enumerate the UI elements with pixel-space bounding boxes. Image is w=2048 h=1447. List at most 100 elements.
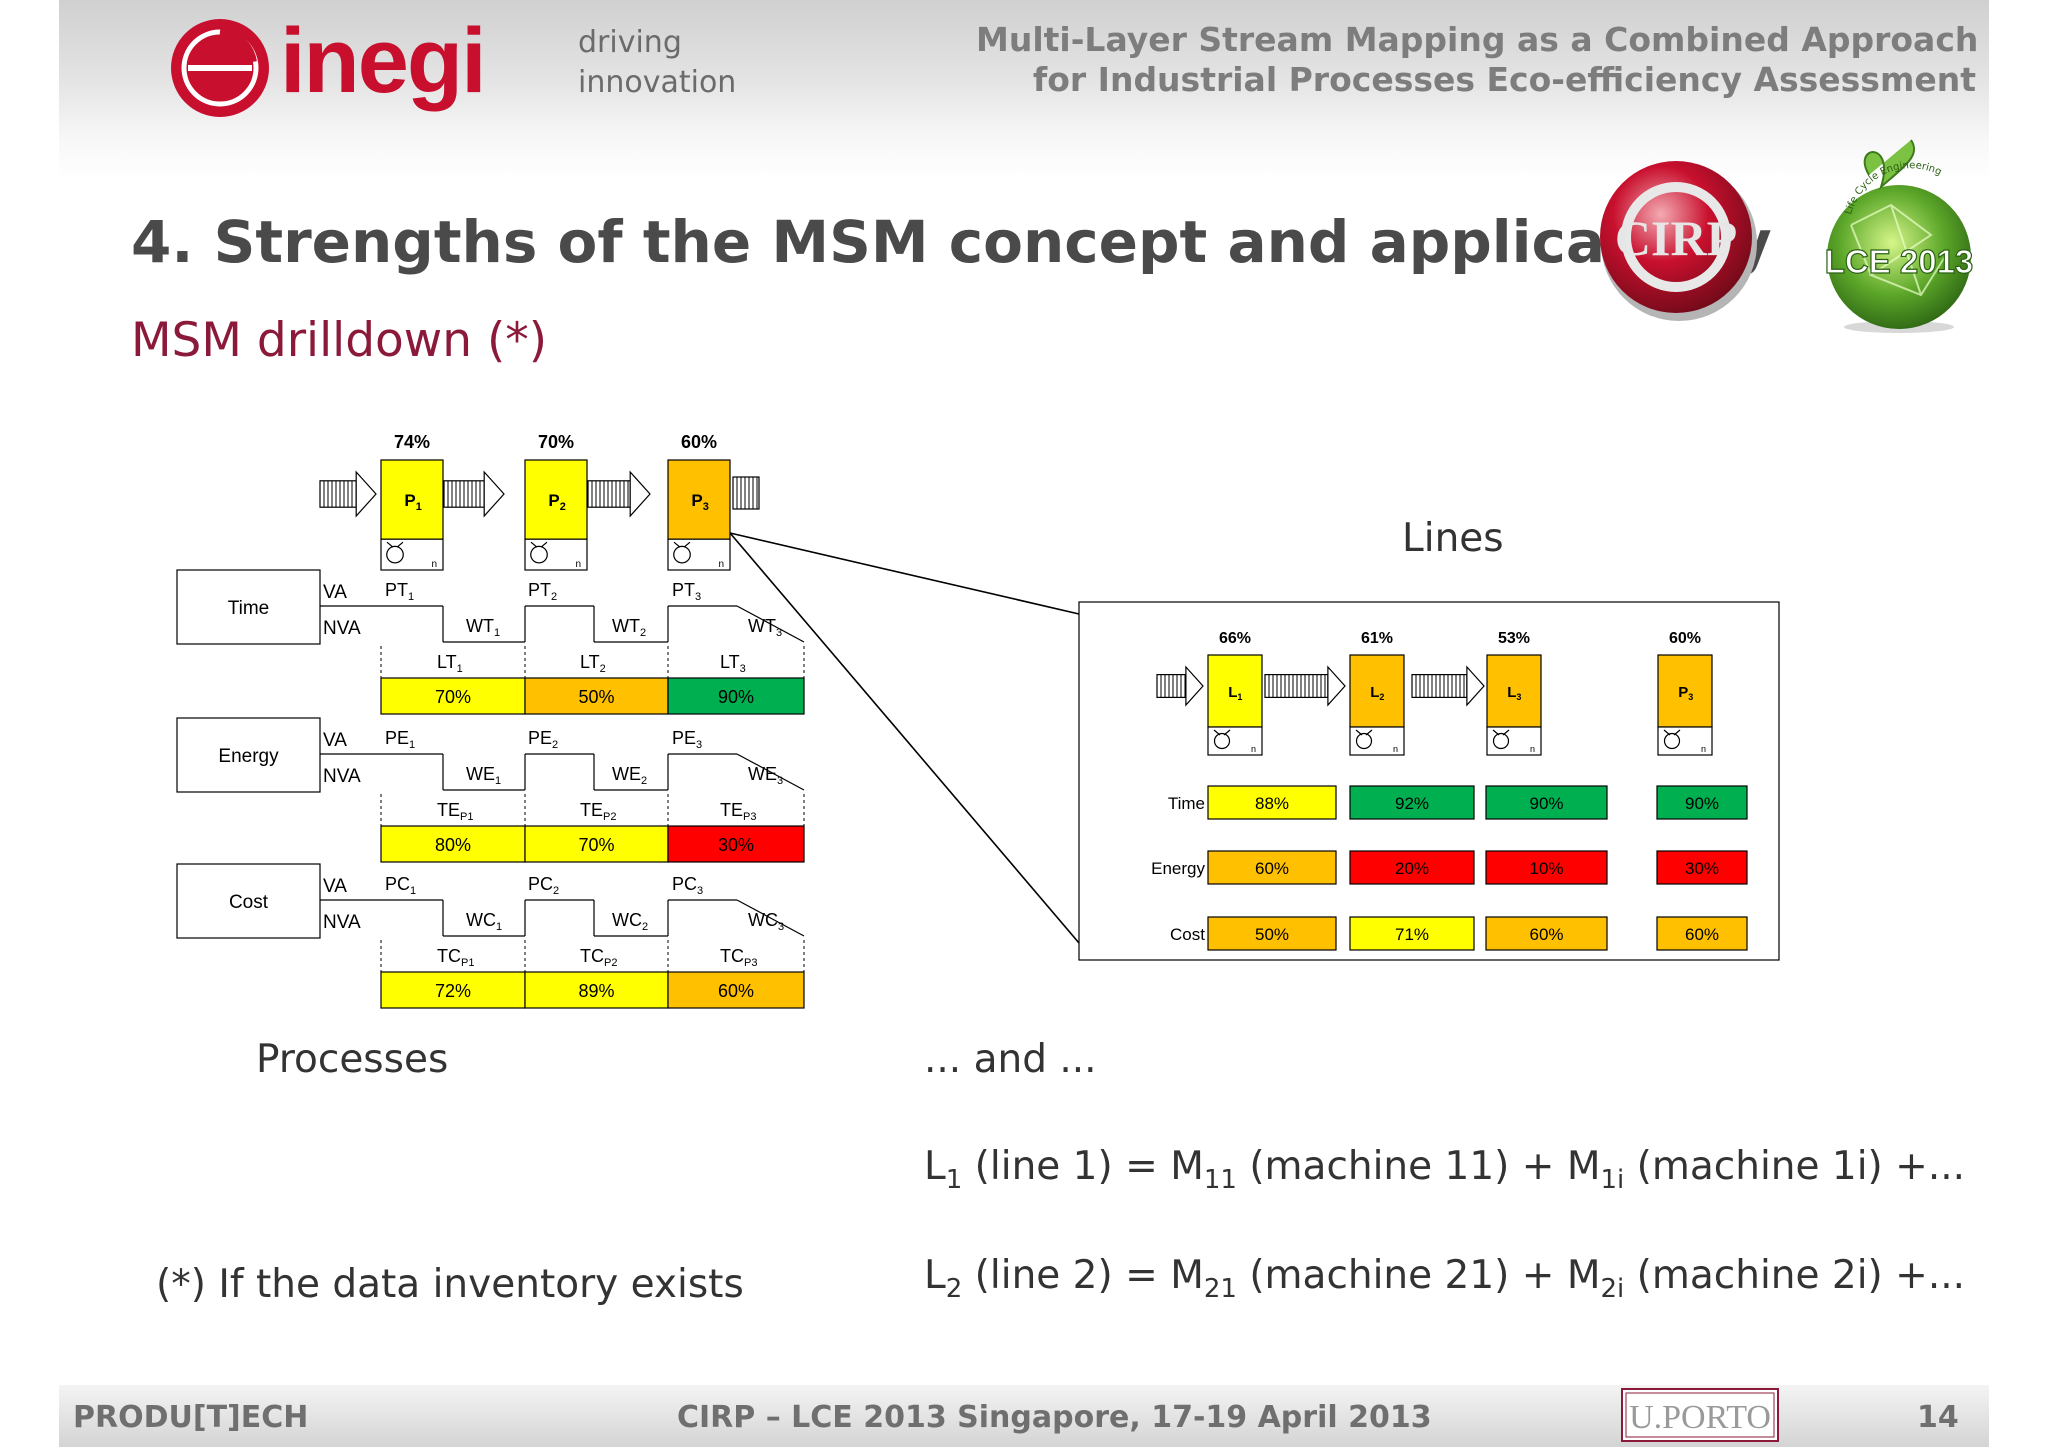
layer-cost-efficiency-value-1: 72%	[435, 981, 471, 1001]
lines-energy-cell-2	[1349, 850, 1475, 885]
uporto-logo-text: U.PORTO	[1629, 1399, 1771, 1436]
layer-time-efficiency-value-1: 70%	[435, 687, 471, 707]
lines-time-cell-3	[1485, 785, 1608, 820]
layer-energy-nva-value-1: WE1	[466, 764, 501, 787]
layer-time-nva-value-3: WT3	[748, 616, 782, 639]
lines-push-arrow-3	[1411, 665, 1485, 707]
lines-energy-value-2: 20%	[1395, 859, 1429, 878]
lines-cost-cell-3	[1485, 916, 1608, 951]
layer-cost-va-value-2: PC2	[528, 874, 559, 897]
layer-energy-va-value-3: PE3	[672, 728, 702, 751]
layer-time-label: Time	[228, 598, 270, 619]
footnote: (*) If the data inventory exists	[156, 1262, 744, 1307]
deck-title-line-2: for Industrial Processes Eco-efficiency …	[1032, 60, 1976, 99]
layer-time-va-label: VA	[323, 582, 347, 603]
layer-energy-label: Energy	[218, 746, 279, 767]
layer-energy-nva-value-3: WE3	[748, 764, 783, 787]
cirp-logo-text: CIRP	[1615, 210, 1737, 266]
layer-cost-va-value-1: PC1	[385, 874, 416, 897]
inegi-logo: inegi driving innovation	[171, 10, 736, 117]
layer-time-va-value-3: PT3	[672, 580, 701, 603]
layer-cost-total-label-2: TCP2	[580, 946, 617, 969]
line-efficiency-2: 61%	[1361, 630, 1393, 647]
lines-cost-value-3: 60%	[1529, 925, 1563, 944]
layer-time-efficiency-cell-3	[667, 677, 805, 715]
line-operator-icon-1	[1213, 729, 1231, 750]
layer-cost-efficiency-value-2: 89%	[578, 981, 614, 1001]
layer-time-nva-value-1: WT1	[466, 616, 500, 639]
process-efficiency-1: 74%	[394, 432, 430, 452]
line-efficiency-1: 66%	[1219, 630, 1251, 647]
lines-time-value-3: 90%	[1529, 794, 1563, 813]
zoom-line-bottom	[729, 532, 1080, 944]
layer-energy-efficiency-value-3: 30%	[718, 835, 754, 855]
layer-cost-total-label-3: TCP3	[720, 946, 757, 969]
slide-title: 4. Strengths of the MSM concept and appl…	[131, 208, 1772, 276]
process-box-1	[380, 459, 444, 540]
lines-cost-cell-1	[1207, 916, 1337, 951]
line-efficiency-3: 53%	[1498, 630, 1530, 647]
lines-time-value-4: 90%	[1685, 794, 1719, 813]
inegi-brand-word: inegi	[280, 10, 485, 112]
layer-time-va-value-1: PT1	[385, 580, 414, 603]
line-efficiency-4: 60%	[1669, 630, 1701, 647]
deck-title: Multi-Layer Stream Mapping as a Combined…	[976, 20, 1979, 100]
lines-time-cell-2	[1349, 785, 1475, 820]
layer-energy-box	[176, 717, 321, 793]
layer-time-total-label-1: LT1	[437, 652, 463, 675]
slide-subtitle: MSM drilldown (*)	[131, 313, 548, 368]
layer-cost-va-value-3: PC3	[672, 874, 703, 897]
line-box-1	[1207, 654, 1263, 728]
layer-cost-nva-value-1: WC1	[466, 910, 502, 933]
line-box-2	[1349, 654, 1405, 728]
layer-energy-nva-label: NVA	[323, 766, 361, 787]
layer-cost-nva-value-2: WC2	[612, 910, 648, 933]
line-box-label-2: L2	[1370, 684, 1384, 702]
layer-energy-va-label: VA	[323, 730, 347, 751]
layer-time-efficiency-cell-2	[524, 677, 669, 715]
layer-energy-va-value-1: PE1	[385, 728, 415, 751]
lines-cost-cell-4	[1656, 916, 1748, 951]
layer-time-efficiency-value-2: 50%	[578, 687, 614, 707]
layer-time-total-label-2: LT2	[580, 652, 606, 675]
lines-cost-value-2: 71%	[1395, 925, 1429, 944]
line-box-4	[1657, 654, 1713, 728]
process-box-label-1: P1	[404, 491, 421, 513]
layer-time-va-value-2: PT2	[528, 580, 557, 603]
layer-time-efficiency-value-3: 90%	[718, 687, 754, 707]
lines-energy-cell-4	[1656, 850, 1748, 885]
inegi-tagline-1: driving	[578, 25, 682, 60]
process-operator-icon-3	[673, 541, 691, 564]
deck-title-line-1: Multi-Layer Stream Mapping as a Combined…	[976, 20, 1979, 59]
lines-energy-value-4: 30%	[1685, 859, 1719, 878]
layer-cost-label: Cost	[229, 892, 269, 913]
lines-energy-value-3: 10%	[1529, 859, 1563, 878]
footer-center: CIRP – LCE 2013 Singapore, 17-19 April 2…	[677, 1400, 1432, 1435]
process-push-arrow-3	[587, 470, 651, 518]
cirp-logo: CIRP	[1600, 161, 1757, 321]
lines-push-arrow-2	[1264, 665, 1346, 707]
uporto-logo: U.PORTO	[1621, 1388, 1779, 1442]
lines-time-value-2: 92%	[1395, 794, 1429, 813]
layer-energy-efficiency-cell-2	[524, 825, 669, 863]
line-multiplicity-4: n	[1701, 744, 1706, 754]
layer-cost-efficiency-cell-3	[667, 971, 805, 1009]
line-box-3	[1486, 654, 1542, 728]
layer-time-efficiency-cell-1	[380, 677, 526, 715]
lines-time-value-1: 88%	[1255, 794, 1289, 813]
header-band	[59, 0, 1989, 135]
layer-cost-total-label-1: TCP1	[437, 946, 474, 969]
process-box-label-2: P2	[548, 491, 565, 513]
processes-label: Processes	[256, 1037, 449, 1082]
slide: inegi driving innovation Multi-Layer Str…	[59, 0, 1989, 1447]
formula-line-2: L2 (line 2) = M21 (machine 21) + M2i (ma…	[924, 1253, 1966, 1304]
process-multiplicity-1: n	[431, 559, 437, 570]
process-push-arrow-1	[319, 470, 377, 518]
and-text: ... and ...	[924, 1037, 1097, 1082]
process-push-arrow-2	[443, 470, 505, 518]
lines-row-label-energy: Energy	[1151, 859, 1205, 878]
line-box-label-3: L3	[1507, 684, 1521, 702]
layer-cost-box	[176, 863, 321, 939]
process-operator-icon-2	[530, 541, 548, 564]
